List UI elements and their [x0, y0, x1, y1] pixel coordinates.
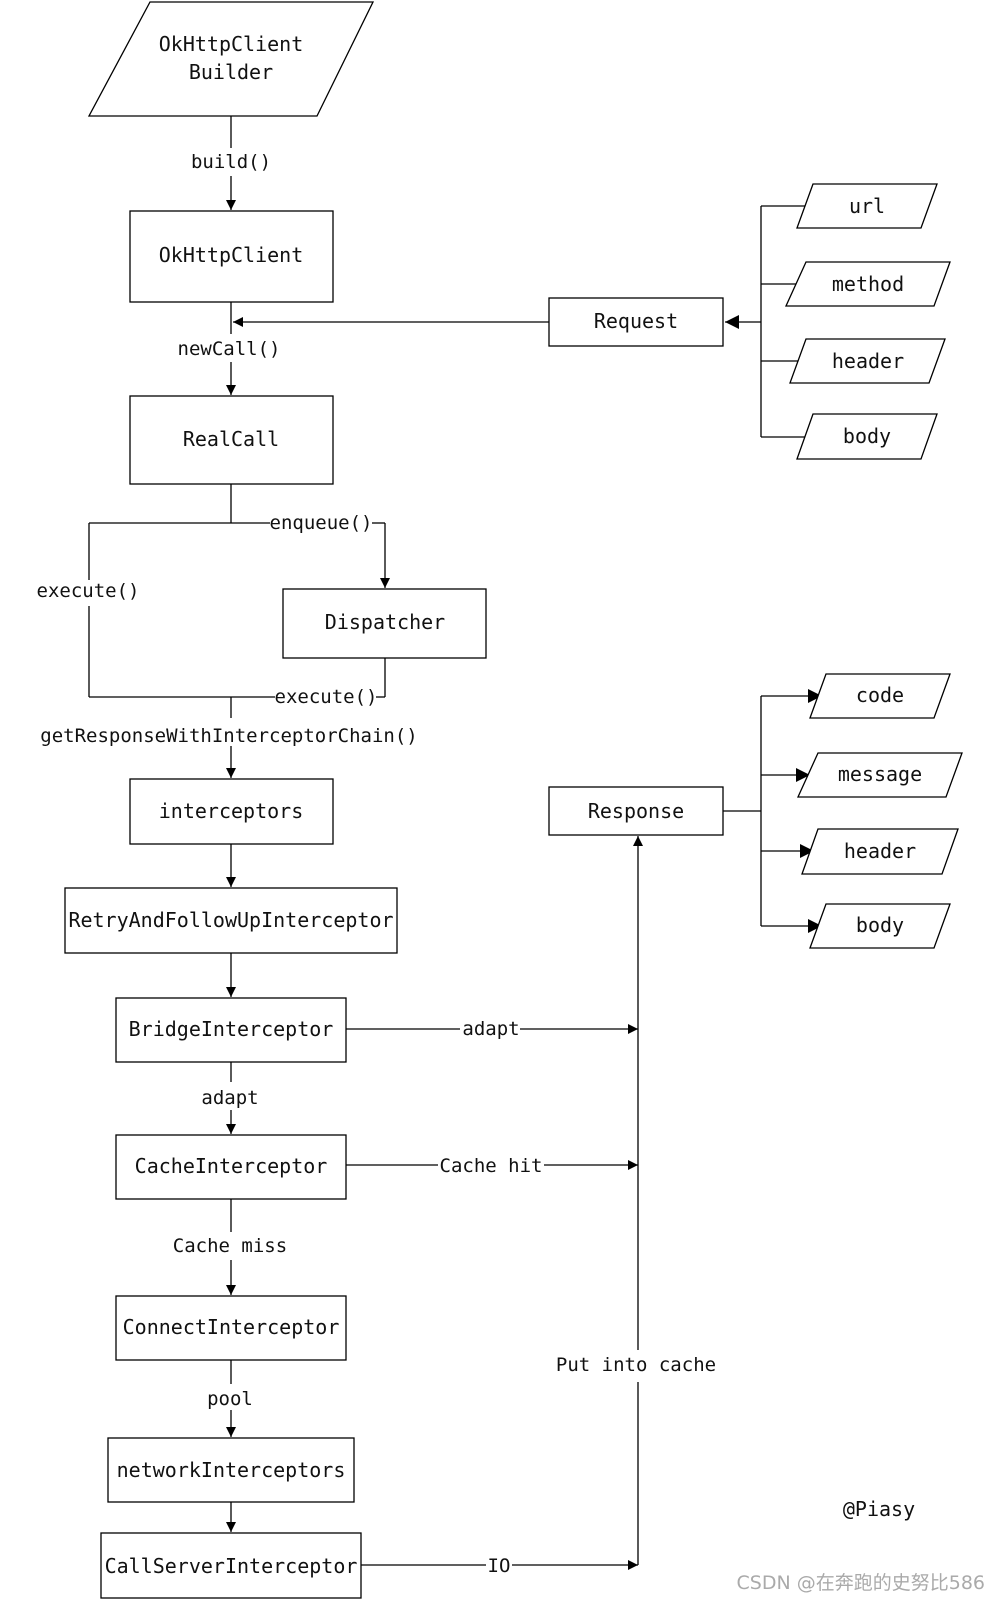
edge-adapt-right: adapt [346, 1018, 638, 1040]
edge-build: build() [191, 116, 271, 210]
okhttpclient-label: OkHttpClient [159, 243, 304, 267]
cache-node: CacheInterceptor [115, 1134, 347, 1200]
realcall-node: RealCall [129, 395, 334, 485]
response-fields-bracket [723, 689, 822, 933]
bridge-label: BridgeInterceptor [129, 1017, 334, 1041]
request-field-body-label: body [843, 424, 891, 448]
author-signature: @Piasy [843, 1497, 915, 1521]
label-io: IO [488, 1555, 511, 1577]
request-field-header: header [789, 338, 946, 384]
label-cache-miss: Cache miss [173, 1235, 287, 1257]
response-field-message-label: message [838, 762, 922, 786]
edge-cache-miss: Cache miss [173, 1199, 287, 1295]
edge-getresponse: getResponseWithInterceptorChain() [40, 697, 418, 778]
request-fields-bracket [725, 205, 813, 438]
response-field-message: message [796, 752, 963, 798]
label-getresponse: getResponseWithInterceptorChain() [40, 725, 418, 747]
retry-label: RetryAndFollowUpInterceptor [68, 908, 393, 932]
edge-adapt-down: adapt [201, 1062, 259, 1134]
edge-newcall: newCall() [178, 302, 281, 395]
request-node: Request [548, 297, 724, 347]
realcall-label: RealCall [183, 427, 279, 451]
builder-line-2: Builder [189, 60, 273, 84]
connect-label: ConnectInterceptor [123, 1315, 340, 1339]
label-build: build() [191, 151, 271, 173]
edge-pool: pool [207, 1360, 253, 1437]
cache-label: CacheInterceptor [135, 1154, 328, 1178]
connect-node: ConnectInterceptor [115, 1295, 347, 1361]
edge-execute-dispatcher: execute() [231, 658, 386, 708]
label-enqueue: enqueue() [270, 512, 373, 534]
callserver-label: CallServerInterceptor [105, 1554, 358, 1578]
label-put-into-cache: Put into cache [556, 1354, 716, 1376]
response-field-code: code [809, 673, 951, 719]
request-label: Request [594, 309, 678, 333]
callserver-node: CallServerInterceptor [100, 1532, 362, 1599]
csdn-watermark: CSDN @在奔跑的史努比586 [737, 1572, 985, 1594]
edge-put-into-cache: Put into cache [556, 836, 716, 1565]
dispatcher-node: Dispatcher [282, 588, 487, 659]
network-label: networkInterceptors [117, 1458, 346, 1482]
request-field-body: body [796, 413, 938, 460]
edge-io: IO [361, 1555, 638, 1577]
label-adapt-down: adapt [201, 1087, 258, 1109]
request-field-header-label: header [832, 349, 904, 373]
label-execute-direct: execute() [37, 580, 140, 602]
request-field-method-label: method [832, 272, 904, 296]
response-field-header: header [801, 828, 959, 875]
retry-node: RetryAndFollowUpInterceptor [64, 887, 398, 954]
builder-node: OkHttpClient Builder [87, 1, 375, 117]
request-field-url: url [796, 183, 938, 229]
builder-line-1: OkHttpClient [159, 32, 304, 56]
bridge-node: BridgeInterceptor [115, 997, 347, 1063]
okhttpclient-node: OkHttpClient [129, 210, 334, 303]
response-field-header-label: header [844, 839, 916, 863]
response-field-body-label: body [856, 913, 904, 937]
edge-cache-hit: Cache hit [346, 1155, 638, 1177]
interceptors-node: interceptors [129, 778, 334, 845]
edge-execute-direct: execute() [37, 522, 231, 698]
label-newcall: newCall() [178, 338, 281, 360]
request-field-url-label: url [849, 194, 885, 218]
label-pool: pool [207, 1388, 253, 1410]
response-label: Response [588, 799, 684, 823]
dispatcher-label: Dispatcher [325, 610, 445, 634]
request-field-method: method [784, 261, 951, 307]
response-field-body: body [809, 903, 951, 949]
response-field-code-label: code [856, 683, 904, 707]
interceptors-label: interceptors [159, 799, 304, 823]
label-execute-dispatcher: execute() [275, 686, 378, 708]
network-node: networkInterceptors [107, 1437, 355, 1503]
label-cache-hit: Cache hit [440, 1155, 543, 1177]
response-node: Response [548, 786, 724, 836]
label-adapt-right: adapt [462, 1018, 519, 1040]
edge-enqueue: enqueue() [230, 484, 390, 588]
